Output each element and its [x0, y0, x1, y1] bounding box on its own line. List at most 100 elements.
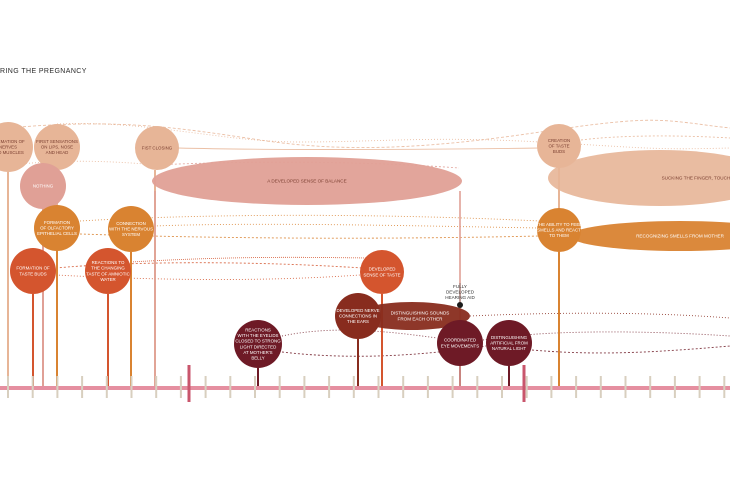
timeline-tick: [328, 376, 331, 398]
callout-dot: [457, 302, 463, 308]
milestone-bubble-label: LIGHT DIRECTED: [240, 344, 277, 349]
milestone-bubble-label: WITH THE EYELIDS: [238, 333, 279, 338]
timeline-tick: [254, 376, 256, 398]
milestone-bubble-label: DEVELOPED NERVE: [336, 308, 379, 313]
milestone-bubble: [0, 122, 33, 172]
milestone-bubble-label: TASTE BUDS: [19, 271, 46, 276]
connection-line: [55, 274, 361, 280]
milestone-bubble-label: NATURAL LIGHT: [492, 346, 526, 351]
milestone-ellipse-label: FROM EACH OTHER: [398, 317, 444, 322]
timeline-tick: [377, 376, 380, 398]
timeline-tick: [130, 376, 133, 398]
milestone-bubble-label: CREATION: [548, 138, 570, 143]
milestone-bubble-label: AND MUSCLES: [0, 150, 24, 155]
connection-line: [7, 119, 730, 149]
milestone-bubble-label: WATER: [100, 277, 115, 282]
milestone-bubble: [537, 124, 581, 168]
timeline-tick: [352, 376, 355, 398]
milestone-bubble-label: FORMATION: [44, 220, 70, 225]
milestone-bubble-label: EYE MOVEMENTS: [441, 343, 479, 348]
milestone-ellipse-label: RECOGNIZING SMELLS FROM MOTHER: [636, 234, 724, 239]
milestone-bubble-label: OF OLFACTORY: [40, 226, 74, 231]
milestone-ellipse: [570, 221, 730, 251]
milestone-bubble: [34, 124, 80, 170]
timeline-tick: [599, 376, 602, 398]
timeline-marker: [522, 365, 526, 402]
timeline-tick: [698, 376, 701, 398]
connection-line: [531, 345, 730, 354]
milestone-bubble: [10, 248, 56, 294]
milestone-ellipse-label: A DEVELOPED SENSE OF BALANCE: [267, 179, 346, 184]
callout-label: DEVELOPED: [446, 290, 475, 295]
milestone-bubble: [34, 205, 80, 251]
milestone-bubble: [108, 206, 154, 252]
milestone-bubble-label: SYSTEM: [122, 232, 140, 237]
milestone-bubble-label: CONNECTIONS IN: [339, 314, 377, 319]
timeline-tick: [624, 376, 627, 398]
milestone-ellipse: [548, 150, 730, 206]
timeline-tick: [56, 376, 59, 398]
milestone-bubble: [437, 320, 483, 366]
milestone-bubble-label: THE ABILITY TO FEEL: [536, 222, 582, 227]
milestone-bubble: [135, 126, 179, 170]
connection-line: [281, 345, 487, 357]
milestone-bubble-label: AT MOTHER'S: [243, 350, 272, 355]
milestone-bubble-label: FIST CLOSING: [142, 146, 173, 151]
milestone-bubble: [20, 163, 66, 209]
milestone-bubble-label: AND HEAD: [46, 150, 69, 155]
bubble-stems: [7, 168, 560, 388]
timeline-tick: [673, 376, 676, 398]
milestone-ellipse: [152, 157, 462, 205]
timeline-tick: [303, 376, 306, 398]
milestone-bubble-label: FORMATION OF: [16, 266, 50, 271]
connection-line: [580, 135, 730, 141]
timeline-tick: [649, 376, 652, 398]
timeline-tick: [525, 376, 528, 398]
timeline-tick: [105, 376, 108, 398]
connection-line: [177, 147, 541, 150]
milestone-bubble-label: FIRST SENSATIONS: [36, 139, 78, 144]
milestone-ellipse-label: SUCKING THE FINGER, TOUCHING: [662, 176, 730, 181]
milestone-bubble-label: SENSE OF TASTE: [363, 272, 400, 277]
milestone-bubble-label: NERVES: [0, 145, 17, 150]
milestone-bubble-label: OF TASTE: [548, 144, 569, 149]
milestone-bubble-label: WITH THE NERVOUS: [109, 227, 153, 232]
connection-line: [56, 123, 730, 150]
timeline-tick: [179, 376, 182, 398]
milestone-bubble: [335, 293, 381, 339]
connection-line: [7, 160, 158, 166]
milestone-bubble-label: CLOSED TO STRONG: [235, 339, 281, 344]
milestone-shapes: [0, 122, 730, 368]
timeline-tick: [81, 376, 84, 398]
milestone-bubble-label: THE CHANGING: [91, 266, 125, 271]
milestone-labels: A DEVELOPED SENSE OF BALANCE SUCKING THE …: [0, 138, 730, 361]
connection-line: [130, 256, 383, 263]
milestone-bubble-label: TO THEM: [549, 233, 569, 238]
milestone-bubble-label: SMELLS AND REACT: [537, 228, 581, 233]
timeline-tick: [278, 376, 281, 398]
connection-line: [153, 223, 541, 229]
milestone-bubble: [85, 248, 131, 294]
timeline-tick: [31, 376, 34, 398]
timeline-tick: [426, 376, 429, 398]
timeline-marker: [187, 365, 191, 402]
connection-line: [482, 331, 730, 341]
timeline-tick: [723, 376, 726, 398]
milestone-bubble-label: REACTIONS: [245, 328, 271, 333]
timeline-tick: [229, 376, 232, 398]
milestone-bubble-label: FORMATION OF: [0, 139, 25, 144]
milestone-ellipse-label: DISTINGUISHING SOUNDS: [391, 311, 450, 316]
connection-line: [469, 312, 730, 319]
milestone-bubble-label: EPITHELIAL CELLS: [37, 231, 77, 236]
timeline-axis: [0, 365, 730, 402]
milestone-bubble-label: TASTE OF AMNIOTIC: [86, 271, 130, 276]
milestone-bubble: [486, 320, 532, 366]
timeline-tick: [451, 376, 454, 398]
timeline-tick: [155, 376, 158, 398]
timeline-tick: [501, 376, 503, 398]
timeline-tick: [7, 376, 9, 398]
timeline-tick: [575, 376, 578, 398]
milestone-bubble-label: ON LIPS, NOSE: [41, 145, 73, 150]
page-title: RING THE PREGNANCY: [0, 68, 87, 75]
